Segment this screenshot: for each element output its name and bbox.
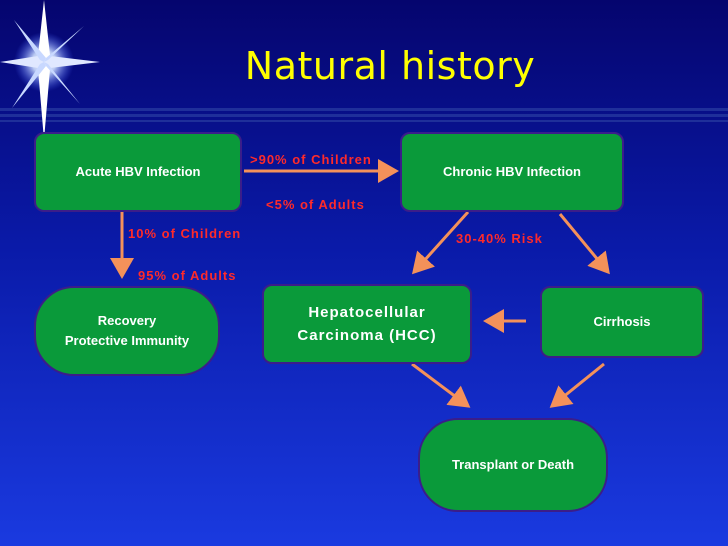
label-adults-chronic: <5% of Adults [266, 197, 365, 212]
arrow-hcc-to-transplant [411, 362, 471, 408]
arrow-chronic-to-hcc [411, 210, 470, 275]
slide-title: Natural history [244, 44, 536, 88]
node-chronic-hbv-infection: Chronic HBV Infection [400, 132, 624, 212]
node-recovery-label: Recovery Protective Immunity [64, 312, 190, 348]
node-transplant-label: Transplant or Death [451, 456, 575, 472]
arrow-chronic-to-cirrhosis [558, 213, 610, 275]
node-hcc-label: Hepatocellular Carcinoma (HCC) [297, 303, 437, 344]
node-cirrhosis: Cirrhosis [540, 286, 704, 358]
node-hcc: Hepatocellular Carcinoma (HCC) [262, 284, 472, 364]
star-icon [0, 0, 100, 140]
node-acute-hbv-infection: Acute HBV Infection [34, 132, 242, 212]
arrow-cirrhosis-to-transplant [549, 362, 605, 408]
label-children-chronic: >90% of Children [250, 152, 372, 167]
node-acute-label: Acute HBV Infection [75, 163, 201, 179]
label-risk: 30-40% Risk [456, 231, 543, 246]
label-children-recovery: 10% of Children [128, 226, 242, 241]
label-adults-recovery: 95% of Adults [138, 268, 237, 283]
node-chronic-label: Chronic HBV Infection [443, 163, 581, 179]
node-recovery: Recovery Protective Immunity [34, 286, 220, 376]
node-transplant-or-death: Transplant or Death [418, 418, 608, 512]
decorative-lines [0, 108, 728, 122]
node-cirrhosis-label: Cirrhosis [593, 313, 651, 329]
